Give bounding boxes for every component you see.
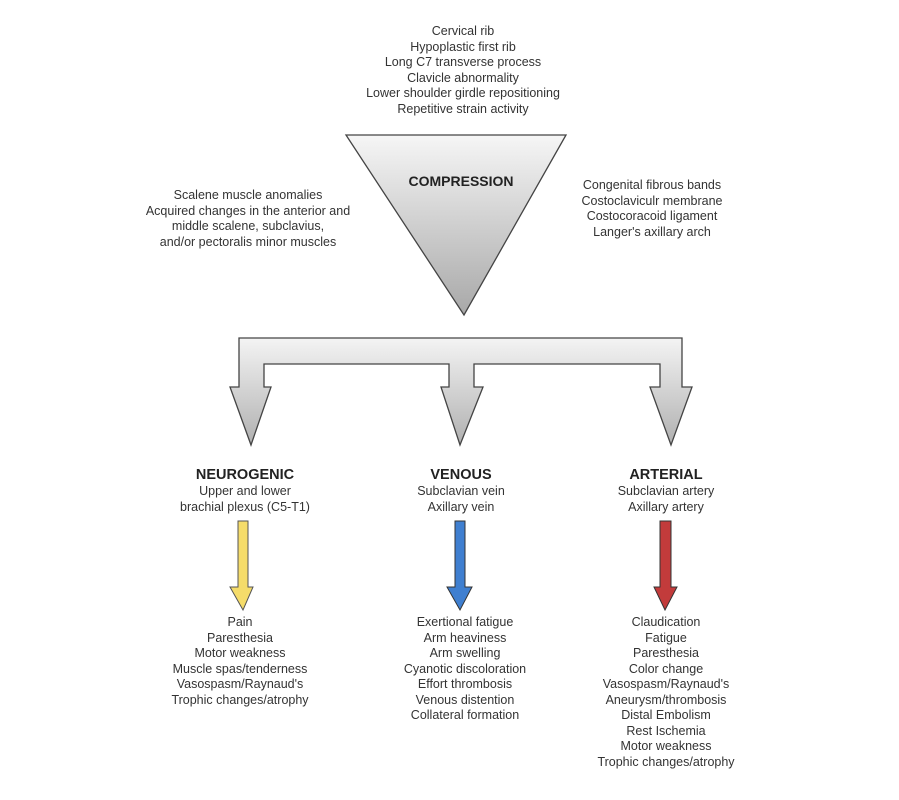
branch-title: VENOUS bbox=[430, 467, 492, 483]
structure-item: brachial plexus (C5-T1) bbox=[180, 499, 310, 514]
cause-item: Clavicle abnormality bbox=[407, 70, 519, 85]
cause-item: Cervical rib bbox=[431, 24, 495, 38]
branch-title: NEUROGENIC bbox=[195, 467, 295, 483]
cause-item: Scalene muscle anomalies bbox=[173, 188, 323, 202]
venous-header: VENOUS Subclavian vein Axillary vein bbox=[417, 467, 505, 515]
symptom-item: Vasospasm/Raynaud's bbox=[176, 677, 304, 691]
cause-item: Repetitive strain activity bbox=[397, 101, 529, 116]
structure-item: Axillary vein bbox=[427, 499, 495, 514]
structure-item: Subclavian artery bbox=[617, 484, 715, 498]
symptom-item: Fatigue bbox=[645, 630, 687, 645]
structure-item: Subclavian vein bbox=[417, 484, 505, 498]
symptom-item: Pain bbox=[227, 615, 253, 629]
cause-item: and/or pectoralis minor muscles bbox=[159, 234, 337, 249]
arterial-arrow bbox=[653, 520, 678, 612]
cause-item: Costoclaviculr membrane bbox=[581, 193, 723, 208]
symptom-item: Motor weakness bbox=[194, 646, 286, 660]
symptom-item: Rest Ischemia bbox=[626, 723, 706, 738]
arterial-header: ARTERIAL Subclavian artery Axillary arte… bbox=[618, 467, 715, 515]
symptom-item: Effort thrombosis bbox=[417, 677, 513, 691]
structure-item: Upper and lower bbox=[199, 484, 291, 498]
symptom-item: Collateral formation bbox=[410, 708, 520, 722]
symptom-item: Arm heaviness bbox=[423, 630, 507, 645]
symptom-item: Venous distention bbox=[415, 692, 515, 707]
symptom-item: Paresthesia bbox=[632, 646, 699, 660]
venous-arrow bbox=[446, 520, 473, 612]
symptom-item: Motor weakness bbox=[620, 739, 712, 753]
branch-bracket-arrow bbox=[229, 337, 693, 447]
symptom-item: Arm swelling bbox=[429, 646, 501, 660]
neurogenic-arrow bbox=[229, 520, 254, 612]
cause-item: Langer's axillary arch bbox=[593, 224, 711, 239]
symptom-item: Cyanotic discoloration bbox=[403, 661, 527, 676]
symptom-item: Vasospasm/Raynaud's bbox=[602, 677, 730, 691]
symptom-item: Muscle spas/tenderness bbox=[172, 661, 308, 676]
compression-triangle bbox=[344, 134, 568, 317]
symptom-item: Trophic changes/atrophy bbox=[597, 754, 735, 769]
symptom-item: Trophic changes/atrophy bbox=[171, 692, 309, 707]
compression-label: COMPRESSION bbox=[408, 173, 514, 189]
cause-item: Hypoplastic first rib bbox=[410, 39, 516, 54]
neurogenic-header: NEUROGENIC Upper and lower brachial plex… bbox=[180, 467, 310, 515]
venous-symptoms: Exertional fatigue Arm heaviness Arm swe… bbox=[404, 615, 526, 724]
cause-item: middle scalene, subclavius, bbox=[171, 219, 325, 233]
branch-title: ARTERIAL bbox=[629, 467, 703, 483]
symptom-item: Distal Embolism bbox=[621, 708, 711, 722]
right-causes-list: Congenital fibrous bands Costoclaviculr … bbox=[581, 178, 722, 240]
top-causes-list: Cervical rib Hypoplastic first rib Long … bbox=[366, 24, 560, 117]
structure-item: Axillary artery bbox=[628, 499, 704, 514]
symptom-item: Aneurysm/thrombosis bbox=[605, 692, 727, 707]
left-causes-list: Scalene muscle anomalies Acquired change… bbox=[146, 188, 350, 250]
neurogenic-symptoms: Pain Paresthesia Motor weakness Muscle s… bbox=[171, 615, 308, 708]
cause-item: Acquired changes in the anterior and bbox=[145, 203, 351, 218]
symptom-item: Color change bbox=[628, 661, 704, 676]
symptom-item: Claudication bbox=[631, 615, 701, 629]
arterial-symptoms: Claudication Fatigue Paresthesia Color c… bbox=[597, 615, 734, 770]
symptom-item: Paresthesia bbox=[206, 630, 273, 645]
cause-item: Long C7 transverse process bbox=[384, 55, 542, 69]
symptom-item: Exertional fatigue bbox=[416, 615, 514, 629]
cause-item: Costocoracoid ligament bbox=[586, 209, 718, 223]
cause-item: Congenital fibrous bands bbox=[582, 178, 722, 192]
cause-item: Lower shoulder girdle repositioning bbox=[366, 86, 560, 100]
